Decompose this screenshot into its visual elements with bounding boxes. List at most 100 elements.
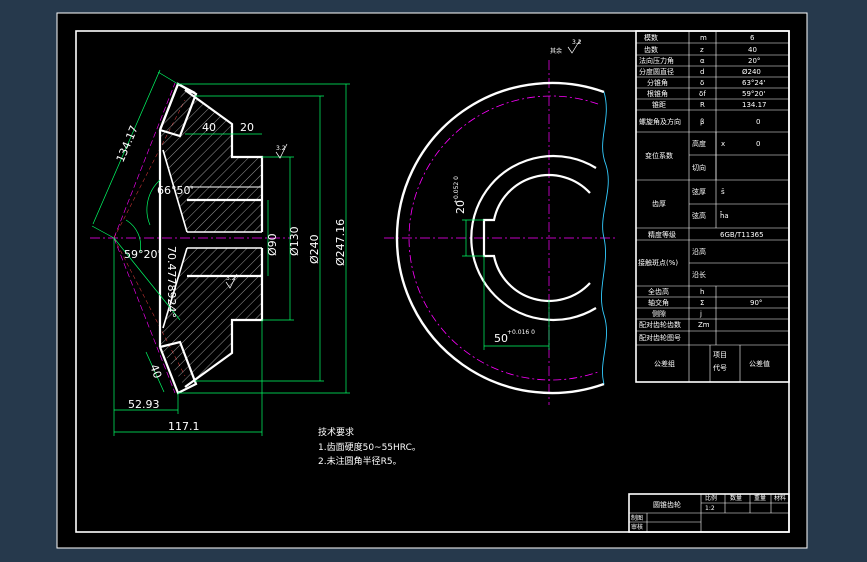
- dim-text-66: 66°50': [157, 184, 194, 197]
- dim-text-247: Ø247.16: [334, 219, 347, 266]
- dim-text-keyway-50-tol: +0.016 0: [507, 329, 535, 336]
- param-name-5: 根锥角: [647, 89, 668, 98]
- section-view: 134.17 40 20 66°50' 59°20' 70.4778924° Ø…: [90, 69, 350, 436]
- dim-text-130: Ø130: [288, 226, 301, 256]
- bore-face-left-lower: [162, 247, 188, 329]
- arc-59: [125, 219, 141, 253]
- param-full-height-sym: h: [700, 288, 704, 296]
- other-roughness-mark: [567, 39, 581, 54]
- dim-text-40-bottom: 40: [147, 363, 164, 381]
- title-block-row1: 制图: [631, 514, 643, 522]
- param-shift-sub1-sym: x: [721, 140, 725, 148]
- param-thick-sub2-sym: h̄a: [720, 211, 729, 220]
- tech-notes-line2: 2.未注圆角半径R5。: [318, 455, 402, 467]
- param-backlash: 侧隙: [652, 309, 666, 318]
- roughness-text-b: 3.2: [226, 275, 236, 282]
- param-accuracy-val: 6GB/T11365: [720, 231, 764, 239]
- param-name-3: 分度圆直径: [639, 67, 674, 76]
- param-name-4: 分锥角: [647, 78, 668, 87]
- param-sym-5: δf: [699, 90, 706, 98]
- gear-outline-lower: [184, 248, 264, 388]
- ext-line-134-b: [157, 71, 179, 85]
- param-tol-value: 公差值: [749, 359, 770, 368]
- ext-line-134-a: [91, 225, 115, 239]
- param-full-height: 全齿高: [648, 287, 669, 296]
- other-roughness-text: 其余: [550, 47, 562, 55]
- param-contact: 接触斑点(%): [638, 258, 678, 267]
- title-block-scale: 1:2: [705, 505, 715, 512]
- param-sym-6: R: [700, 101, 705, 109]
- param-item-code-2: 代号: [713, 363, 727, 372]
- param-shaft-angle-sym: Σ: [700, 299, 704, 307]
- title-block-col4: 材料: [774, 494, 786, 502]
- param-mate-teeth-sym: Zm: [698, 321, 710, 329]
- break-line: [601, 91, 609, 385]
- param-contact-sub2: 沿长: [692, 270, 706, 279]
- param-name-0: 模数: [644, 33, 658, 42]
- dim-text-20-top: 20: [240, 121, 254, 134]
- title-block-col1: 比例: [705, 494, 717, 502]
- dim-line-40-bot: [145, 351, 165, 393]
- param-mate-drawing: 配对齿轮图号: [639, 333, 681, 342]
- param-shaft-angle: 轴交角: [648, 298, 669, 307]
- title-block-col3: 重量: [754, 494, 766, 502]
- param-table: 模数 m 6 齿数 z 40 法向压力角 α 20° 分度圆直径 d Ø240 …: [635, 30, 790, 383]
- param-name-6: 锥距: [652, 100, 666, 109]
- pitch-circle-arc: [408, 95, 599, 381]
- param-helix-sym: β: [700, 118, 704, 126]
- param-backlash-sym: j: [699, 310, 702, 318]
- front-view: 20 +0.052 0 50 +0.016 0 其余 3.2: [384, 39, 615, 405]
- param-val-3: Ø240: [742, 68, 761, 76]
- param-sym-2: α: [700, 57, 705, 65]
- angle-70-line: [113, 237, 181, 321]
- param-table-frame: [635, 30, 790, 383]
- roughness-text-a: 3.2: [276, 145, 286, 152]
- param-mate-teeth: 配对齿轮齿数: [639, 320, 681, 329]
- param-contact-sub1: 沿高: [692, 247, 706, 256]
- title-block-col2: 数量: [730, 494, 742, 502]
- dim-text-59: 59°20': [124, 248, 161, 261]
- dim-text-52: 52.93: [128, 398, 160, 411]
- param-name-1: 齿数: [644, 45, 658, 54]
- arc-66: [146, 179, 161, 226]
- lower-section-hatch: [160, 248, 262, 387]
- dim-text-90: Ø90: [266, 233, 279, 256]
- param-shift-sub2: 切向: [692, 163, 706, 172]
- param-shift-sub1: 高度: [692, 139, 706, 148]
- param-shift: 变位系数: [645, 151, 673, 160]
- param-helix: 螺旋角及方向: [639, 117, 681, 126]
- gear-tooth-lower: [158, 340, 198, 395]
- param-thick-sub1: 弦厚: [692, 187, 706, 196]
- title-block: 圆锥齿轮 比例 数量 重量 材料 1:2 制图 审核: [628, 493, 790, 533]
- param-val-4: 63°24': [742, 79, 765, 87]
- bore-circle-arc: [482, 174, 591, 302]
- param-val-6: 134.17: [742, 101, 767, 109]
- tech-notes-title: 技术要求: [318, 426, 354, 438]
- param-sym-3: d: [700, 68, 704, 76]
- dim-text-117: 117.1: [168, 420, 200, 433]
- dim-text-keyway-20: 20: [454, 200, 467, 214]
- title-block-name: 圆锥齿轮: [653, 500, 681, 509]
- dim-text-keyway-50: 50: [494, 332, 508, 345]
- param-tol-group: 公差组: [654, 359, 675, 368]
- gear-tooth-upper: [158, 82, 198, 138]
- hub-circle-arc: [470, 154, 597, 322]
- param-val-1: 40: [748, 46, 757, 54]
- param-val-0: 6: [750, 34, 755, 42]
- param-sym-4: δ: [700, 79, 704, 87]
- param-helix-val: 0: [756, 118, 760, 126]
- pitch-cone-line-lower: [113, 237, 176, 394]
- tip-circle-arc: [395, 81, 605, 395]
- param-thick-sub2: 弦高: [692, 211, 706, 220]
- dim-text-40-top: 40: [202, 121, 216, 134]
- pitch-cone-line-upper: [113, 82, 176, 239]
- param-thick-sub1-sym: s̄: [721, 188, 725, 196]
- title-block-row2: 审核: [631, 523, 643, 531]
- param-thick: 齿厚: [652, 200, 666, 208]
- param-name-2: 法向压力角: [639, 56, 674, 65]
- roughness-mark-b: [225, 273, 238, 289]
- other-roughness-value: 3.2: [572, 39, 582, 46]
- param-shift-sub1-val: 0: [756, 140, 760, 148]
- param-sym-1: z: [700, 46, 704, 54]
